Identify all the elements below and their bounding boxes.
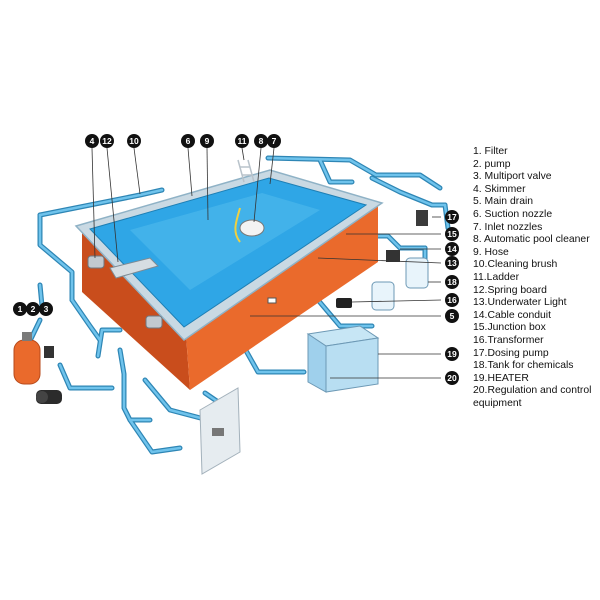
callout-number: 8 (259, 136, 264, 146)
callout-number: 13 (447, 258, 457, 268)
filter-icon (14, 332, 40, 384)
legend-item: 5. Main drain (473, 196, 597, 209)
legend-item: 7. Inlet nozzles (473, 222, 597, 235)
callout-16: 16 (445, 293, 459, 307)
callout-number: 16 (447, 295, 457, 305)
callout-10: 10 (127, 134, 141, 148)
transformer-icon (336, 298, 352, 308)
callout-number: 2 (31, 304, 36, 314)
multiport-valve-icon (44, 346, 54, 358)
callout-15: 15 (445, 227, 459, 241)
callout-number: 18 (447, 277, 457, 287)
callout-number: 20 (447, 373, 457, 383)
legend-item: 14.Cable conduit (473, 310, 597, 323)
callout-number: 14 (447, 244, 457, 254)
callout-number: 10 (129, 136, 139, 146)
callout-3: 3 (39, 302, 53, 316)
callout-number: 4 (90, 136, 95, 146)
callout-11: 11 (235, 134, 249, 148)
junction-box-icon (416, 210, 428, 226)
callout-5: 5 (445, 309, 459, 323)
legend-item: 19.HEATER (473, 373, 597, 386)
legend-item: 18.Tank for chemicals (473, 360, 597, 373)
legend-item: 12.Spring board (473, 285, 597, 298)
legend-item: 10.Cleaning brush (473, 259, 597, 272)
callout-number: 17 (447, 212, 457, 222)
callout-4: 4 (85, 134, 99, 148)
legend-item: 6. Suction nozzle (473, 209, 597, 222)
chemical-tank-icon (372, 258, 428, 310)
callout-number: 1 (18, 304, 23, 314)
legend-item: 15.Junction box (473, 322, 597, 335)
callout-17: 17 (445, 210, 459, 224)
callout-number: 3 (44, 304, 49, 314)
callout-number: 19 (447, 349, 457, 359)
legend-item: 8. Automatic pool cleaner (473, 234, 597, 247)
legend-item: 11.Ladder (473, 272, 597, 285)
callout-9: 9 (200, 134, 214, 148)
callout-12: 12 (100, 134, 114, 148)
callout-number: 5 (450, 311, 455, 321)
legend-item: 9. Hose (473, 247, 597, 260)
callout-number: 9 (205, 136, 210, 146)
legend-item: 3. Multiport valve (473, 171, 597, 184)
callout-number: 6 (186, 136, 191, 146)
main-drain-icon (268, 298, 276, 303)
heater-icon (308, 326, 378, 392)
dosing-pump-icon (386, 250, 400, 262)
callout-1: 1 (13, 302, 27, 316)
callout-19: 19 (445, 347, 459, 361)
legend-item: 16.Transformer (473, 335, 597, 348)
callout-13: 13 (445, 256, 459, 270)
legend-item: 1. Filter (473, 146, 597, 159)
callout-8: 8 (254, 134, 268, 148)
pump-icon (36, 390, 62, 404)
callout-number: 7 (272, 136, 277, 146)
legend-item: 17.Dosing pump (473, 348, 597, 361)
legend-item: 2. pump (473, 159, 597, 172)
legend-item: 13.Underwater Light (473, 297, 597, 310)
callout-2: 2 (26, 302, 40, 316)
callout-number: 11 (238, 136, 247, 146)
callout-number: 12 (102, 136, 112, 146)
control-panel-icon (200, 388, 240, 474)
callout-number: 15 (447, 229, 457, 239)
callout-6: 6 (181, 134, 195, 148)
callout-18: 18 (445, 275, 459, 289)
callout-7: 7 (267, 134, 281, 148)
legend-item: 20.Regulation and control equipment (473, 385, 597, 410)
callout-14: 14 (445, 242, 459, 256)
legend-item: 4. Skimmer (473, 184, 597, 197)
callout-20: 20 (445, 371, 459, 385)
